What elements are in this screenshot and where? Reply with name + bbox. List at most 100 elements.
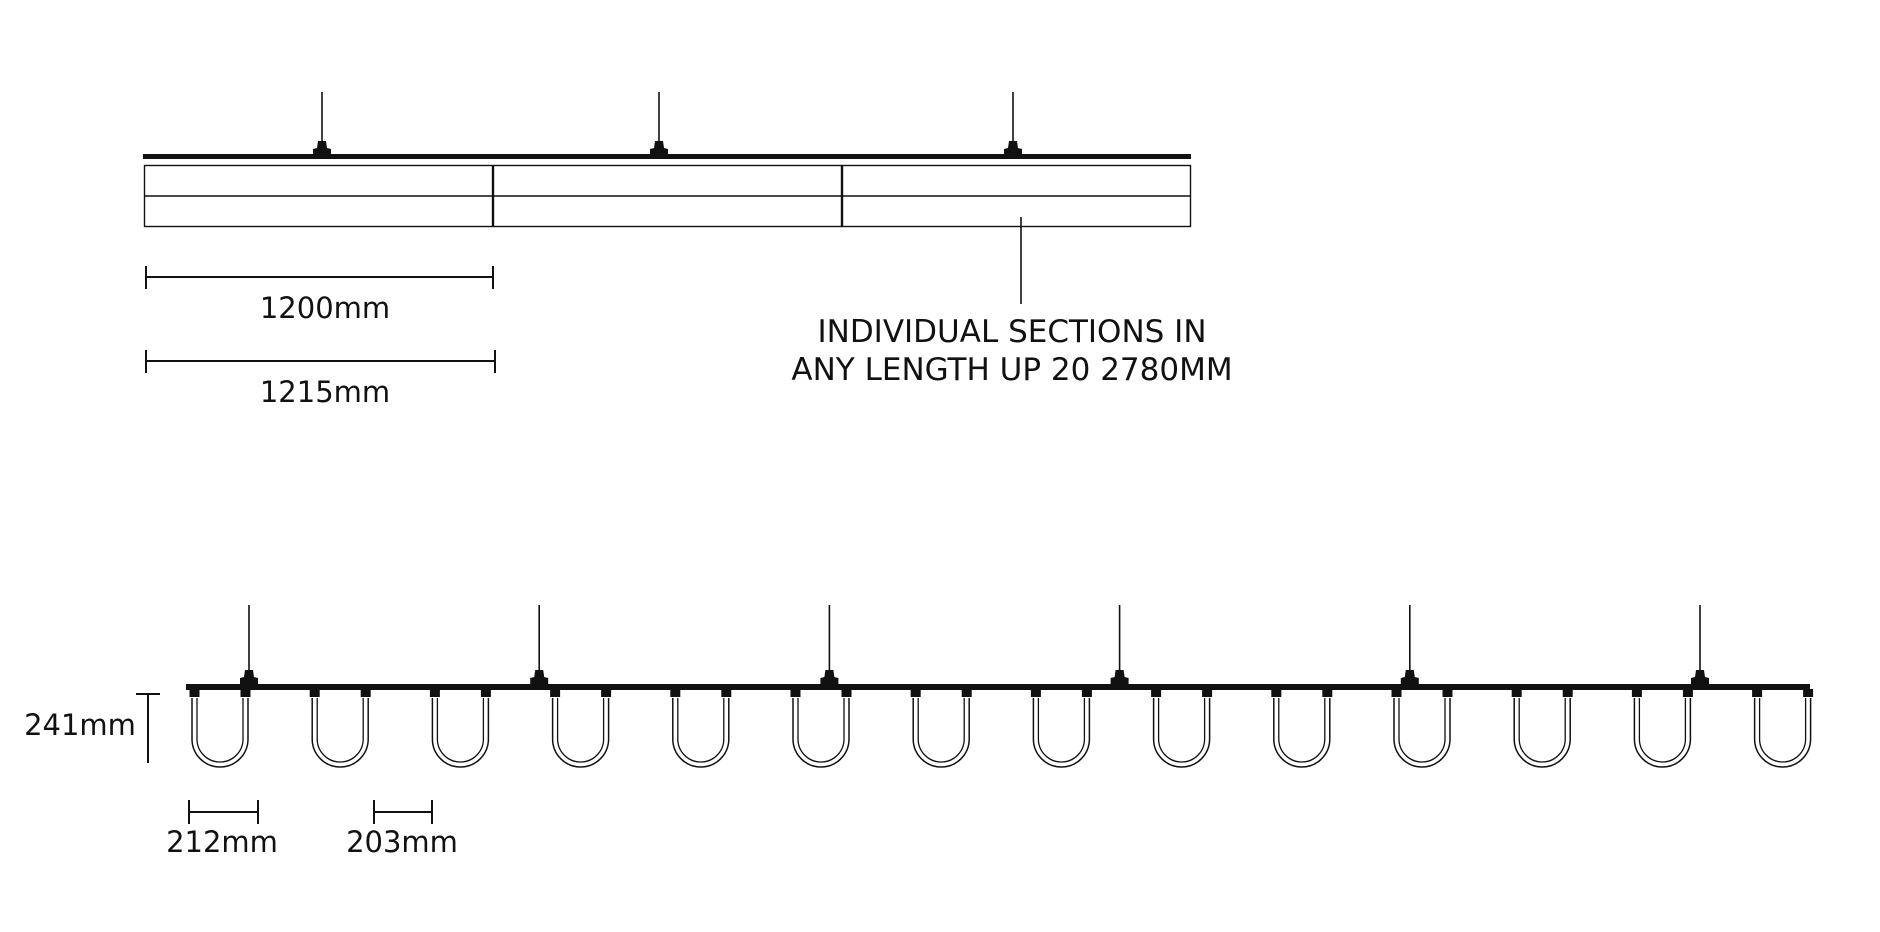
loop-connector: [721, 689, 732, 697]
suspension-cables-bottom: [240, 605, 1709, 686]
loop-connector: [1322, 689, 1333, 697]
loop-tube-outer: [1513, 698, 1571, 768]
loop-tube-inner: [436, 698, 485, 763]
loop-tube-outer: [1273, 698, 1331, 768]
loop-tube-outer: [1393, 698, 1451, 768]
loop-connector: [1202, 689, 1213, 697]
section-length-label: 1200mm: [260, 291, 390, 325]
top-rail: [143, 154, 1191, 159]
loop-tube-inner: [1758, 698, 1807, 763]
loop-tube-outer: [912, 698, 970, 768]
light-section: [492, 164, 843, 228]
section-pitch-label: 1215mm: [260, 375, 390, 409]
loop-module: [1030, 689, 1092, 768]
loop-tube-outer: [1753, 698, 1812, 768]
loop-tube-outer: [431, 698, 490, 768]
loop-connector: [429, 689, 440, 697]
loop-tube-inner: [1037, 698, 1086, 763]
callout-text-line-2: ANY LENGTH UP 20 2780MM: [791, 352, 1232, 388]
dimension-loop-width: [188, 800, 259, 824]
loop-module: [1752, 689, 1814, 768]
loop-tube-outer: [792, 698, 850, 768]
dimension-loop-height: [136, 693, 160, 763]
cable-grip: [1110, 670, 1129, 686]
bottom-rail: [186, 684, 1810, 690]
loop-connector: [1562, 689, 1573, 697]
light-section: [841, 164, 1192, 228]
loop-module: [309, 689, 371, 768]
cable-grips-top: [313, 141, 1022, 156]
cable-grip: [240, 670, 258, 686]
loop-module: [550, 689, 612, 768]
cable-grip: [820, 670, 839, 686]
callout-text-line-1: INDIVIDUAL SECTIONS IN: [817, 314, 1206, 350]
loop-tube-outer: [311, 698, 369, 768]
loop-connector: [360, 689, 371, 697]
loop-module: [1511, 689, 1573, 768]
loop-module: [1631, 689, 1693, 768]
loop-tube-inner: [917, 698, 965, 763]
loop-tube-inner: [1638, 698, 1687, 763]
loop-connector: [841, 689, 852, 697]
loop-tube-inner: [316, 698, 364, 763]
loop-modules: [189, 689, 1814, 768]
loop-tube-inner: [1157, 698, 1206, 763]
loop-tube-outer: [551, 698, 610, 768]
loop-module: [189, 689, 251, 768]
loop-tube-inner: [1278, 698, 1326, 763]
loop-module: [790, 689, 852, 768]
loop-module: [1151, 689, 1213, 768]
loop-module: [670, 689, 732, 768]
looped-fixture-view: 241mm 212mm 203mm: [24, 605, 1814, 859]
loop-connector: [1511, 689, 1522, 697]
loop-tube-inner: [196, 698, 244, 763]
loop-connector: [1081, 689, 1092, 697]
loop-connector: [670, 689, 681, 697]
loop-tube-outer: [1633, 698, 1692, 768]
loop-tube-inner: [556, 698, 605, 763]
loop-width-label: 212mm: [166, 825, 278, 859]
loop-tube-outer: [1152, 698, 1211, 768]
loop-connector: [480, 689, 491, 697]
loop-connector: [240, 689, 251, 697]
loop-connector: [1030, 689, 1041, 697]
loop-tube-outer: [1032, 698, 1091, 768]
suspension-cables-top: [321, 92, 1014, 142]
cable-grip: [1004, 141, 1022, 156]
cable-grip: [1400, 670, 1419, 686]
loop-connector: [790, 689, 801, 697]
cable-grip: [1691, 670, 1709, 686]
loop-connector: [601, 689, 612, 697]
loop-module: [1271, 689, 1333, 768]
loop-tube-outer: [191, 698, 249, 768]
loop-module: [1391, 689, 1453, 768]
dimension-section-length: [145, 266, 494, 289]
light-section: [143, 164, 494, 228]
loop-connector: [1752, 689, 1763, 697]
dimension-section-pitch: [145, 350, 496, 373]
loop-tube-inner: [797, 698, 845, 763]
cable-grip: [650, 141, 668, 156]
loop-connector: [961, 689, 972, 697]
cable-grip: [530, 670, 549, 686]
loop-connector: [1271, 689, 1282, 697]
loop-connector: [189, 689, 200, 697]
loop-gap-label: 203mm: [346, 825, 458, 859]
loop-connector: [550, 689, 561, 697]
loop-connector: [1631, 689, 1642, 697]
loop-tube-outer: [672, 698, 730, 768]
loop-connector: [1442, 689, 1453, 697]
loop-connector: [1391, 689, 1402, 697]
loop-tube-inner: [677, 698, 725, 763]
loop-module: [429, 689, 491, 768]
loop-connector: [309, 689, 320, 697]
loop-module: [910, 689, 972, 768]
loop-connector: [910, 689, 921, 697]
loop-tube-inner: [1398, 698, 1446, 763]
cable-grip: [313, 141, 331, 156]
light-sections: [143, 164, 1192, 228]
loop-connector: [1682, 689, 1693, 697]
loop-tube-inner: [1518, 698, 1566, 763]
loop-connector: [1803, 689, 1814, 697]
